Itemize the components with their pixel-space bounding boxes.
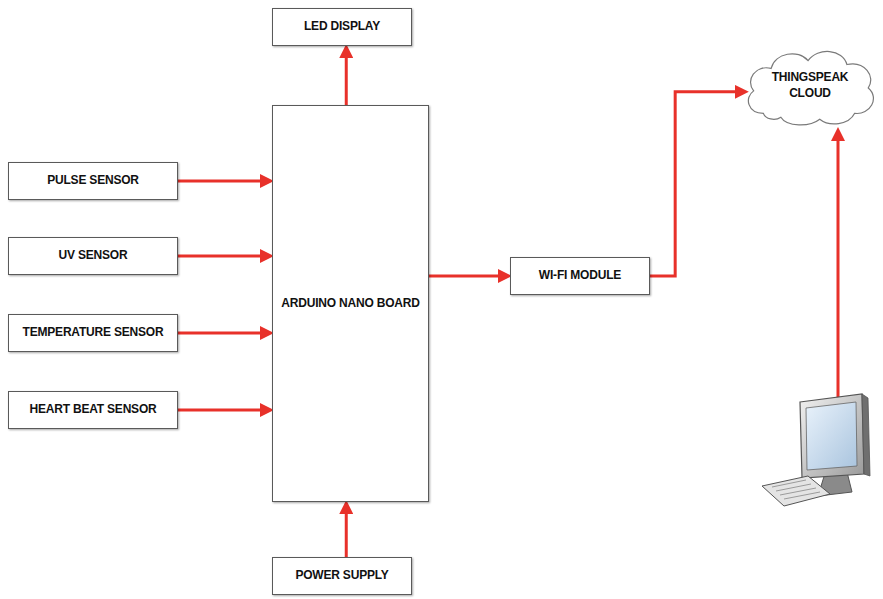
keyboard-keys: [772, 480, 820, 499]
node-label: PULSE SENSOR: [47, 173, 139, 189]
node-label: HEART BEAT SENSOR: [29, 402, 156, 418]
monitor-screen: [806, 402, 857, 470]
node-label: WI-FI MODULE: [539, 268, 621, 284]
sensor-box: UV SENSOR: [8, 237, 178, 275]
node-label: POWER SUPPLY: [295, 568, 388, 584]
node-label: THINGSPEAK CLOUD: [764, 70, 856, 101]
signal-arrow: [178, 180, 266, 183]
monitor-side: [862, 394, 870, 476]
node-label: TEMPERATURE SENSOR: [23, 325, 164, 341]
signal-arrow: [178, 332, 266, 335]
node-label: UV SENSOR: [59, 248, 128, 264]
signal-arrow: [178, 409, 266, 412]
cloud-shape: THINGSPEAK CLOUD: [742, 45, 878, 127]
keyboard: [762, 476, 830, 506]
computer-link-arrow: [837, 135, 840, 400]
monitor-frame: [800, 394, 864, 478]
node-label: ARDUINO NANO BOARD: [281, 296, 419, 312]
module-box: WI-FI MODULE: [510, 257, 650, 295]
signal-arrow: [345, 508, 348, 557]
controller-box: ARDUINO NANO BOARD: [272, 105, 429, 502]
sensor-box: PULSE SENSOR: [8, 162, 178, 200]
signal-arrow: [650, 92, 741, 276]
output-box: LED DISPLAY: [272, 8, 412, 46]
signal-arrow: [345, 52, 348, 105]
sensor-box: TEMPERATURE SENSOR: [8, 314, 178, 352]
node-label: LED DISPLAY: [304, 19, 380, 35]
signal-arrow: [429, 275, 504, 278]
cloud-path: [748, 51, 873, 124]
supply-box: POWER SUPPLY: [272, 557, 412, 595]
sensor-box: HEART BEAT SENSOR: [8, 391, 178, 429]
signal-arrow: [178, 255, 266, 258]
